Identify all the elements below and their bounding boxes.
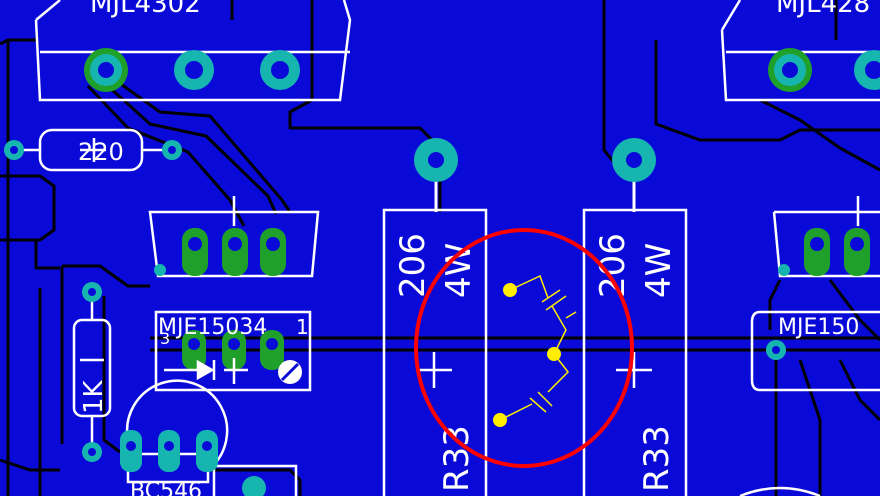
mje-right-label: MJE150	[778, 315, 859, 340]
pad-right-driver-1	[804, 228, 830, 276]
r33-right-power: 4W	[639, 243, 679, 298]
trace-left-mid	[34, 240, 60, 270]
trace-lower-right-3	[838, 359, 880, 422]
highlight-circle	[414, 228, 634, 468]
q2-label: MJL428	[776, 0, 870, 19]
pad-r33-right-top	[612, 138, 656, 182]
q2-outline	[720, 0, 880, 102]
pin-3-label: 3	[160, 329, 170, 348]
trace-q1-right-leg	[117, 80, 292, 213]
r220-label: 220	[78, 138, 124, 166]
left-driver-outline	[148, 210, 320, 278]
annotation-point-bottom	[493, 413, 507, 427]
pad-q1-2	[174, 50, 214, 90]
r1k-label: 1K	[79, 379, 109, 414]
trace-lower-right-2	[798, 359, 822, 496]
annotation-points	[493, 283, 561, 427]
pad-mje-left-1	[182, 330, 206, 370]
pad-right-driver-small	[778, 264, 790, 276]
pad-left-driver-1	[182, 228, 208, 276]
pad-r1k-2	[82, 442, 102, 462]
trace-top-center	[288, 0, 438, 146]
trace-right-diagonal	[759, 98, 880, 172]
mje-left-label: MJE15034	[158, 315, 267, 340]
pin-1-label: 1	[296, 315, 309, 339]
trace-right-driver-lead-2	[828, 279, 880, 342]
bc546-outline	[125, 379, 229, 484]
pad-right-driver-2	[844, 228, 870, 276]
r33-left-label: R33	[437, 425, 477, 492]
pad-q1-1	[84, 48, 128, 92]
q1-label: MJL4302	[90, 0, 201, 19]
mje-right-outline	[750, 310, 880, 392]
silkscreen-labels: MJL4302 MJL428 220 MJE15034 MJE150 3 1 B…	[78, 0, 870, 496]
bottom-component-outline	[212, 464, 298, 496]
mje-left-outline	[154, 310, 312, 392]
pad-bc546-3	[196, 430, 218, 472]
pad-bc546-1	[120, 430, 142, 472]
trace-1k-lower	[102, 296, 121, 454]
r33-pins	[434, 180, 636, 212]
pad-bottom	[242, 476, 266, 496]
bottom-right-outline	[739, 486, 821, 496]
trace-bottom-left	[0, 458, 60, 472]
pad-q2-1	[768, 48, 812, 92]
trace-q1-mid-leg	[106, 84, 278, 215]
pad-q2-2	[854, 50, 880, 90]
annotation-point-top	[503, 283, 517, 297]
pad-left-driver-2	[222, 228, 248, 276]
pad-r220-2	[162, 140, 182, 160]
pad-left-driver-3	[260, 228, 286, 276]
diode-symbol	[164, 358, 248, 384]
bc546-label: BC546	[130, 479, 202, 496]
pad-bc546-2	[158, 430, 180, 472]
annotation-point-mid	[547, 347, 561, 361]
r33-left-value: 206	[393, 233, 433, 298]
trace-r220-pocket	[0, 174, 56, 242]
pads[interactable]	[4, 48, 880, 496]
pad-mje-left-3	[260, 330, 284, 370]
pad-r1k-1	[82, 282, 102, 302]
trimmer-icon	[278, 360, 302, 384]
pad-r33-left-top	[414, 138, 458, 182]
pad-mje-left-2	[222, 330, 246, 370]
trace-left-column-join	[62, 264, 150, 288]
pad-left-driver-small	[154, 264, 166, 276]
r33-right-label: R33	[637, 425, 677, 492]
pad-r220-1	[4, 140, 24, 160]
pad-q1-3	[260, 50, 300, 90]
trace-right-driver-lead	[768, 279, 782, 330]
right-driver-outline	[772, 210, 880, 278]
pad-mje-right-1	[766, 340, 786, 360]
